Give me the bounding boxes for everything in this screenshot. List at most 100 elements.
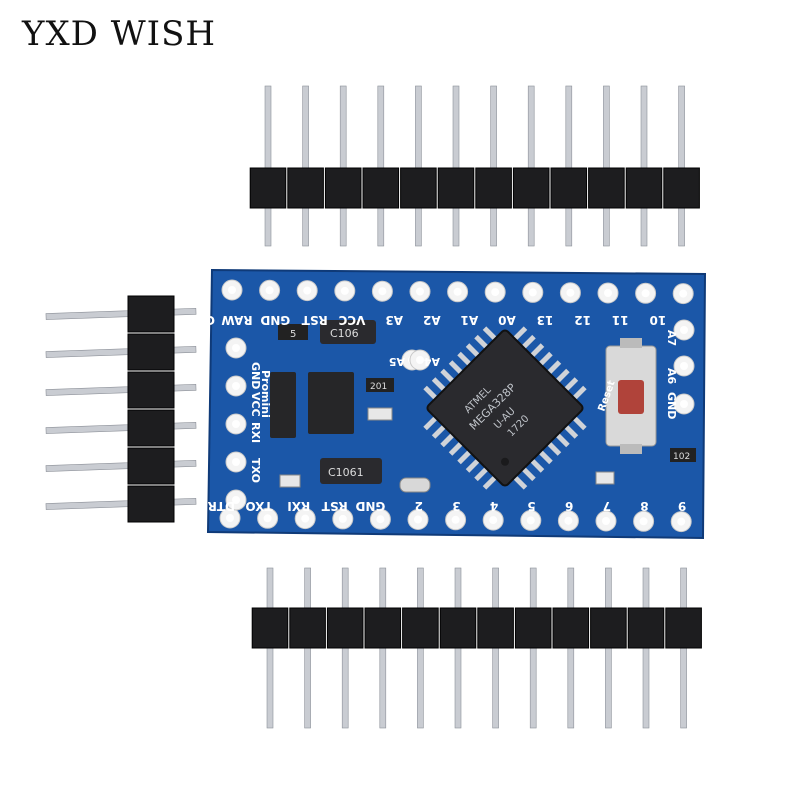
silk-label-a7: A7 [665,330,678,346]
silk-label-top-6: A2 [423,313,441,327]
side-header-block [127,333,175,371]
pad-hole [232,344,240,352]
silk-label-bottom-0: DTR [208,499,235,513]
top-header-block [287,167,324,209]
silk-label-top-5: A3 [385,313,403,327]
capacitor-c1061: C1061 [320,458,382,484]
chip-leg [530,459,545,473]
chip-leg [423,385,437,400]
top-header-block [249,167,287,209]
silk-label-bottom-7: 4 [490,499,498,513]
pad-hole [641,289,650,298]
top-header-block [362,167,400,209]
silk-label-bottom-3: RST [321,499,348,513]
silk-label-top-0: GND [185,313,215,327]
top-header-block [400,167,437,209]
regulator-chip [308,372,354,434]
silk-label-bottom-2: RXI [287,499,310,513]
top-header-block [550,167,588,209]
chip-leg [431,425,446,439]
pcb-board: ATMEL MEGA328P U-AU 1720 C106 C1 [185,268,707,540]
top-header-block [437,167,475,209]
chip-leg [513,476,528,490]
pad-hole [263,514,272,523]
chip-leg [431,377,446,391]
chip-leg [522,467,536,482]
top-header-block [324,167,362,209]
side-header-block [127,295,175,333]
top-header-block [625,167,663,209]
silk-label-a4: A4 [423,355,440,368]
led-2 [279,474,301,488]
pad-hole [414,515,422,524]
silk-label-top-4: VCC [338,313,365,327]
bottom-header-block [439,607,477,649]
silk-label-bottom-9: 6 [565,499,573,513]
pad-hole [340,286,349,295]
pad-hole [416,356,424,364]
top-pin-header [249,85,700,247]
bottom-header-block [514,607,552,649]
top-header-pin [415,85,422,247]
pad-hole [232,496,240,504]
chip-leg [530,343,545,357]
silk-label-bottom-5: 2 [415,499,423,513]
pad-hole [677,517,686,526]
chip-leg [547,360,562,374]
silk-label-gnd-right: GND [665,392,678,419]
pad-hole [602,517,610,525]
chip-leg [522,334,536,349]
chip-leg [448,360,463,374]
chip-leg [440,368,454,383]
led-3 [595,471,615,485]
small-ic [270,372,296,438]
silk-label-bottom-8: 5 [527,499,535,513]
silk-label-top-10: 12 [574,313,591,327]
top-header-pin [264,85,272,247]
pad-hole [301,514,310,523]
chip-leg [513,326,528,340]
pad-hole [528,288,537,297]
top-header-pin [603,85,610,247]
watermark: YXD WISH [22,14,217,54]
silk-label-top-8: A0 [498,313,516,327]
top-header-pin [527,85,535,247]
chip-leg [547,442,562,456]
chip-leg [539,450,553,465]
chip-leg [482,476,497,490]
silk-label-top-7: A1 [461,313,479,327]
bottom-header-block [627,607,665,649]
top-header-block [475,167,512,209]
c106-label: C106 [330,327,359,340]
chip-leg [564,425,579,439]
pad-hole [680,326,688,334]
pad-hole [451,515,460,524]
bottom-header-block [590,607,627,649]
side-header-block [127,409,175,447]
top-header-block [663,167,700,209]
chip-leg [474,467,488,482]
pad-hole [265,286,274,295]
chip-leg [539,351,553,366]
pad-hole [226,514,234,522]
silk-label-top-3: RST [301,313,328,327]
silk-label-txo-left: TXO [249,458,262,483]
silk-label-rxi-left: RXI [249,422,262,443]
silk-label-vcc-left: VCC [249,392,262,417]
chip-leg [423,416,437,431]
side-header-block [127,485,175,523]
chip-leg [556,433,570,448]
bottom-header-block [552,607,590,649]
pad-hole [489,516,498,525]
chip-leg [457,351,471,366]
chip-legs [423,326,587,490]
bottom-header-block [364,607,402,649]
silk-label-bottom-12: 9 [678,499,686,513]
silk-label-top-1: RAW [221,313,252,327]
silk-label-bottom-1: TXO [245,499,272,513]
pad-hole [566,288,575,297]
top-header-pin [640,85,648,247]
side-header-block [127,447,175,485]
